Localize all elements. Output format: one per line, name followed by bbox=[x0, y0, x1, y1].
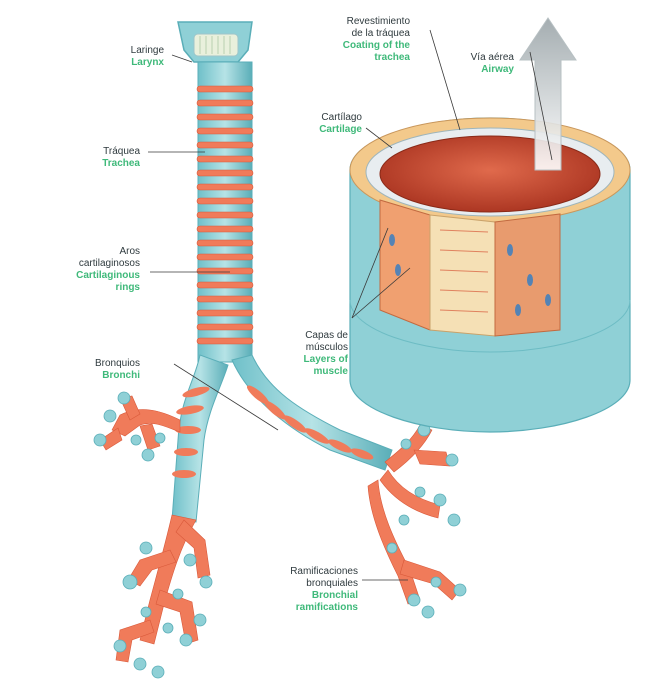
label-trachea: Tráquea Trachea bbox=[68, 146, 140, 170]
label-trachea-es: Tráquea bbox=[68, 146, 140, 158]
label-larynx-en: Larynx bbox=[92, 57, 164, 69]
label-rings-en1: Cartilaginous bbox=[48, 270, 140, 282]
label-rings-en2: rings bbox=[48, 282, 140, 294]
label-coating-es1: Revestimiento bbox=[318, 16, 410, 28]
label-bronchi-es: Bronquios bbox=[68, 358, 140, 370]
label-cartilage-en: Cartilage bbox=[290, 124, 362, 136]
label-ramifications-es1: Ramificaciones bbox=[262, 566, 358, 578]
label-coating: Revestimiento de la tráquea Coating of t… bbox=[318, 16, 410, 64]
label-muscle-es1: Capas de bbox=[276, 330, 348, 342]
label-rings: Aros cartilaginosos Cartilaginous rings bbox=[48, 246, 140, 294]
label-ramifications-en1: Bronchial bbox=[262, 590, 358, 602]
label-airway-en: Airway bbox=[452, 64, 514, 76]
label-rings-es1: Aros bbox=[48, 246, 140, 258]
trachea-tube bbox=[197, 62, 253, 362]
label-cartilage: Cartílago Cartilage bbox=[290, 112, 362, 136]
label-muscle-en1: Layers of bbox=[276, 354, 348, 366]
label-ramifications-en2: ramifications bbox=[262, 602, 358, 614]
label-muscle-es2: músculos bbox=[276, 342, 348, 354]
label-bronchi: Bronquios Bronchi bbox=[68, 358, 140, 382]
label-airway-es: Vía aérea bbox=[452, 52, 514, 64]
label-airway: Vía aérea Airway bbox=[452, 52, 514, 76]
label-trachea-en: Trachea bbox=[68, 158, 140, 170]
label-larynx-es: Laringe bbox=[92, 45, 164, 57]
label-rings-es2: cartilaginosos bbox=[48, 258, 140, 270]
label-ramifications-es2: bronquiales bbox=[262, 578, 358, 590]
label-larynx: Laringe Larynx bbox=[92, 45, 164, 69]
label-muscle-en2: muscle bbox=[276, 366, 348, 378]
label-coating-es2: de la tráquea bbox=[318, 28, 410, 40]
label-ramifications: Ramificaciones bronquiales Bronchial ram… bbox=[262, 566, 358, 614]
label-bronchi-en: Bronchi bbox=[68, 370, 140, 382]
label-coating-en2: trachea bbox=[318, 52, 410, 64]
larynx-shape bbox=[178, 22, 252, 62]
label-cartilage-es: Cartílago bbox=[290, 112, 362, 124]
label-coating-en1: Coating of the bbox=[318, 40, 410, 52]
trachea-cross-section bbox=[350, 18, 630, 432]
label-muscle: Capas de músculos Layers of muscle bbox=[276, 330, 348, 378]
